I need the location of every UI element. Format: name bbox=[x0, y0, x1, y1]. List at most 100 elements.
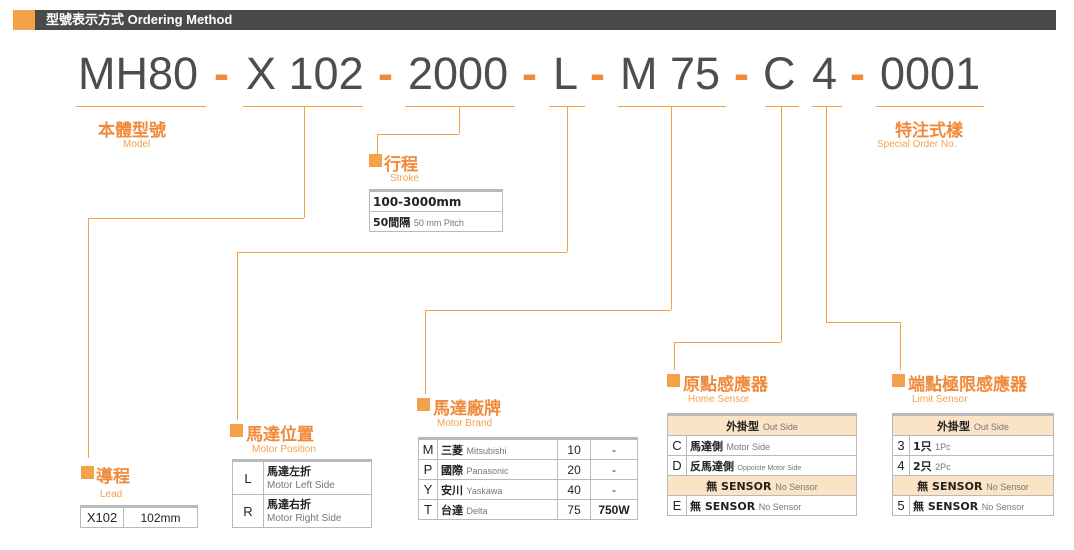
lead-label-en: Lead bbox=[100, 489, 123, 500]
model-label: 本體型號 bbox=[98, 121, 166, 141]
connector bbox=[826, 106, 827, 322]
stroke-pitch-zh: 50間隔 bbox=[373, 215, 411, 229]
connector bbox=[425, 310, 426, 394]
code-part-stroke: 2000 bbox=[408, 48, 509, 99]
table-top-rule bbox=[892, 413, 1054, 415]
header-bar bbox=[35, 10, 1056, 30]
table-row: Y 安川 Yaskawa 40 - bbox=[418, 479, 638, 500]
code-separator: - bbox=[850, 48, 865, 99]
table-top-rule bbox=[418, 437, 638, 439]
special-order-label-en: Special Order No. bbox=[877, 139, 957, 150]
brand-zh: 國際 bbox=[441, 463, 463, 477]
underline-motor-brand bbox=[618, 106, 726, 107]
home-sensor-head-zh: 無 SENSOR bbox=[706, 479, 772, 493]
stroke-range: 100-3000mm bbox=[369, 191, 503, 212]
code-separator: - bbox=[378, 48, 393, 99]
lead-table: X102 102mm bbox=[80, 507, 198, 528]
code-separator: - bbox=[734, 48, 749, 99]
connector bbox=[377, 134, 459, 135]
limit-sensor-desc: 1只 1Pc bbox=[909, 435, 1054, 456]
home-sensor-label: 原點感應器 bbox=[683, 375, 768, 395]
brand-code: Y bbox=[418, 479, 438, 500]
home-sensor-en: Motor Side bbox=[726, 441, 771, 452]
home-sensor-code: C bbox=[667, 435, 687, 456]
stroke-pitch: 50間隔 50 mm Pitch bbox=[369, 211, 503, 232]
connector bbox=[826, 322, 900, 323]
home-sensor-head: 無 SENSOR No Sensor bbox=[667, 475, 857, 496]
lead-label: 導程 bbox=[96, 467, 130, 487]
home-sensor-desc: 反馬達側 Oppoiste Motor Side bbox=[686, 455, 857, 476]
limit-sensor-en: 1Pc bbox=[935, 441, 951, 452]
lead-code: X102 bbox=[80, 507, 124, 528]
underline-home-sensor bbox=[765, 106, 799, 107]
connector bbox=[567, 106, 568, 252]
home-sensor-desc: 無 SENSOR No Sensor bbox=[686, 495, 857, 516]
table-top-rule bbox=[80, 505, 198, 507]
limit-sensor-table: 外掛型 Out Side 3 1只 1Pc 4 2只 2Pc 無 SENSOR … bbox=[892, 415, 1054, 516]
table-row: 5 無 SENSOR No Sensor bbox=[892, 495, 1054, 516]
limit-sensor-label: 端點極限感應器 bbox=[908, 375, 1027, 395]
page-title: 型號表示方式 Ordering Method bbox=[46, 12, 233, 27]
home-sensor-en: No Sensor bbox=[758, 501, 802, 512]
home-sensor-desc: 馬達側 Motor Side bbox=[686, 435, 857, 456]
motor-position-label: 馬達位置 bbox=[246, 425, 314, 445]
stroke-table: 100-3000mm 50間隔 50 mm Pitch bbox=[369, 191, 503, 232]
lead-value: 102mm bbox=[123, 507, 198, 528]
limit-sensor-label-en: Limit Sensor bbox=[912, 394, 968, 405]
model-label-en: Model bbox=[123, 139, 151, 150]
connector bbox=[674, 342, 781, 343]
motor-position-en: Motor Right Side bbox=[267, 512, 342, 524]
brand-zh: 安川 bbox=[441, 483, 463, 497]
code-part-lead: X 102 bbox=[246, 48, 364, 99]
header-accent-block bbox=[13, 10, 39, 30]
code-part-limit-sensor: 4 bbox=[812, 48, 838, 99]
brand-number: 20 bbox=[557, 459, 591, 480]
lead-marker bbox=[81, 466, 94, 479]
table-top-rule bbox=[232, 459, 372, 461]
underline-limit-sensor bbox=[812, 106, 842, 107]
underline-lead bbox=[243, 106, 363, 107]
brand-name: 三菱 Mitsubishi bbox=[436, 439, 559, 460]
limit-sensor-zh: 無 SENSOR bbox=[913, 499, 979, 513]
brand-code: M bbox=[418, 439, 438, 460]
home-sensor-head-en: Out Side bbox=[762, 421, 798, 432]
limit-sensor-zh: 1只 bbox=[913, 439, 932, 453]
home-sensor-zh: 無 SENSOR bbox=[690, 499, 756, 513]
limit-sensor-head-zh: 外掛型 bbox=[937, 419, 971, 433]
motor-position-zh: 馬達右折 bbox=[267, 497, 311, 511]
table-top-rule bbox=[369, 189, 503, 191]
code-part-home-sensor: C bbox=[763, 48, 796, 99]
brand-code: T bbox=[418, 499, 438, 520]
brand-en: Mitsubishi bbox=[466, 445, 507, 456]
brand-en: Yaskawa bbox=[466, 485, 503, 496]
underline-special bbox=[876, 106, 984, 107]
brand-code: P bbox=[418, 459, 438, 480]
table-row: M 三菱 Mitsubishi 10 - bbox=[418, 439, 638, 460]
brand-en: Delta bbox=[466, 505, 488, 516]
limit-sensor-code: 5 bbox=[892, 495, 910, 516]
connector bbox=[781, 106, 782, 342]
brand-power: 750W bbox=[590, 499, 638, 520]
motor-position-code: R bbox=[232, 494, 264, 528]
connector bbox=[674, 342, 675, 370]
home-sensor-head-zh: 外掛型 bbox=[726, 419, 760, 433]
underline-stroke bbox=[405, 106, 515, 107]
code-part-motor-position: L bbox=[553, 48, 579, 99]
limit-sensor-head-en: Out Side bbox=[973, 421, 1009, 432]
home-sensor-code: E bbox=[667, 495, 687, 516]
motor-brand-label: 馬達廠牌 bbox=[433, 399, 501, 419]
motor-brand-marker bbox=[417, 398, 430, 411]
home-sensor-zh: 反馬達側 bbox=[690, 459, 734, 473]
code-separator: - bbox=[590, 48, 605, 99]
connector bbox=[377, 134, 378, 154]
code-part-motor-brand: M 75 bbox=[620, 48, 721, 99]
limit-sensor-code: 4 bbox=[892, 455, 910, 476]
code-part-special: 0001 bbox=[880, 48, 981, 99]
home-sensor-head: 外掛型 Out Side bbox=[667, 415, 857, 436]
motor-position-en: Motor Left Side bbox=[267, 479, 335, 491]
home-sensor-head-en: No Sensor bbox=[775, 481, 818, 492]
limit-sensor-en: No Sensor bbox=[981, 501, 1025, 512]
